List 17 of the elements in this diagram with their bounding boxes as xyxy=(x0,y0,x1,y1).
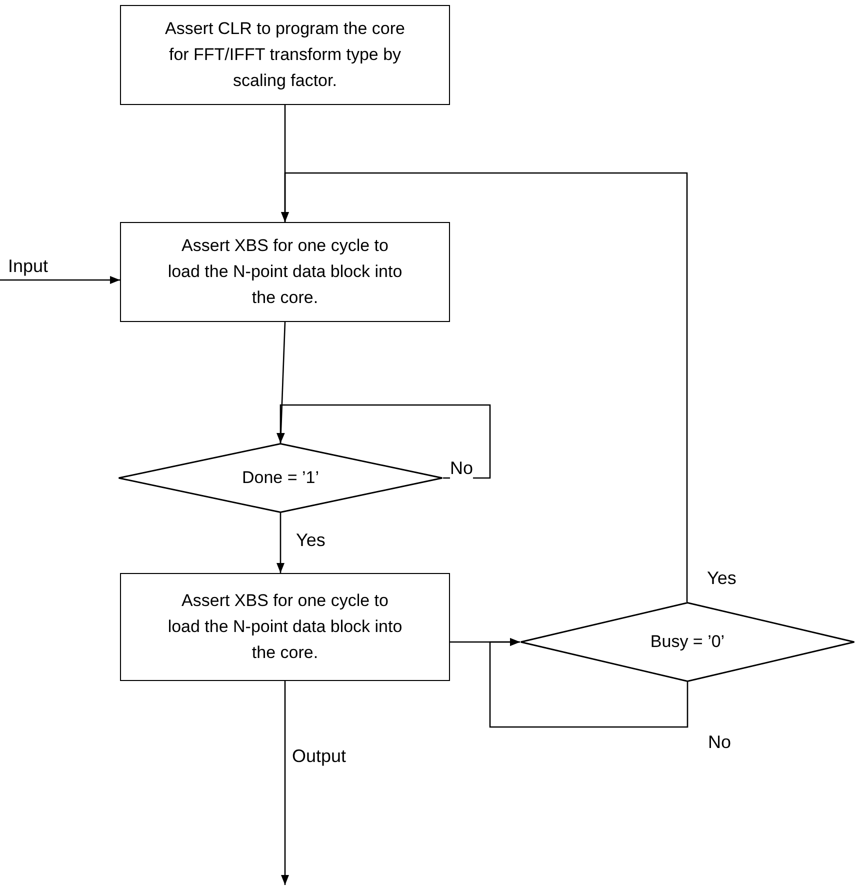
arrow xyxy=(276,404,491,479)
arrow xyxy=(0,276,120,284)
arrow xyxy=(489,638,688,728)
step-text: Assert XBS for one cycle to load the N-point data block into the core. xyxy=(166,590,404,664)
process-box xyxy=(120,5,450,105)
edge-label: Output xyxy=(292,746,346,767)
process-box xyxy=(120,573,450,681)
step-text: Assert CLR to program the core for FFT/IFFT transform type by scaling factor. xyxy=(164,18,406,92)
arrow xyxy=(276,513,284,573)
step-text: Assert XBS for one cycle to load the N-point data block into the core. xyxy=(166,235,404,309)
arrow xyxy=(281,172,688,602)
decision-label: Busy = ’0’ xyxy=(650,631,725,653)
decision-diamond xyxy=(118,443,443,513)
arrow xyxy=(281,681,289,885)
process-box xyxy=(120,222,450,322)
decision-diamond xyxy=(520,602,855,682)
decision-label: Done = ’1’ xyxy=(242,467,320,489)
